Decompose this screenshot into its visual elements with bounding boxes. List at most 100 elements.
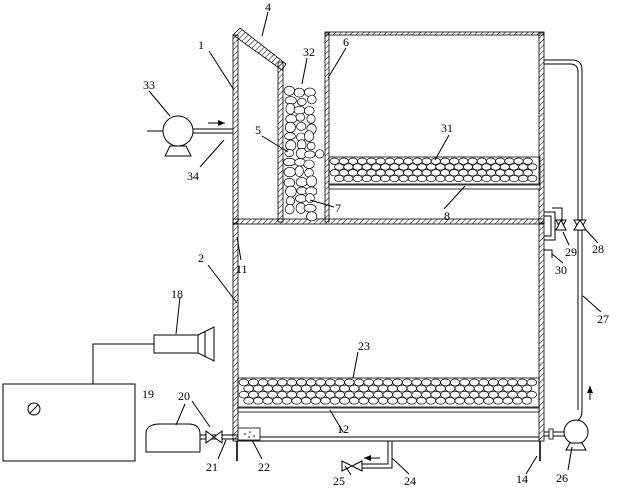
media-bead: [463, 163, 473, 171]
media-bead: [248, 378, 259, 387]
media-bead: [517, 390, 528, 399]
media-stone: [296, 122, 307, 131]
media-bead: [403, 169, 414, 177]
media-bead: [243, 397, 254, 405]
label-27: 27: [597, 312, 609, 326]
media-bead: [353, 378, 365, 387]
media-bead: [512, 397, 523, 405]
media-stone: [307, 94, 317, 105]
media-bead: [286, 378, 297, 387]
media-bead: [361, 174, 372, 183]
media-bead: [329, 169, 340, 177]
media-bead: [454, 397, 465, 405]
media-bead: [357, 169, 368, 177]
media-bead: [339, 397, 350, 405]
media-bead: [398, 174, 409, 183]
media-stone: [303, 204, 317, 213]
leader-lines: [148, 11, 602, 476]
media-bead: [238, 390, 249, 399]
label-18: 18: [171, 287, 183, 301]
media-bead: [366, 169, 377, 177]
media-bead: [490, 174, 501, 183]
media-bead: [522, 157, 533, 165]
media-bead: [449, 157, 460, 165]
media-bead: [334, 390, 345, 399]
media-bead: [272, 397, 283, 405]
media-stone: [283, 166, 296, 178]
media-bead: [440, 169, 450, 177]
media-bead: [401, 390, 413, 399]
media-bead: [257, 378, 269, 387]
media-stone: [306, 141, 316, 151]
media-bead: [257, 390, 269, 399]
media-bead: [509, 174, 519, 183]
tank-icon-19: [145, 423, 201, 453]
label-26: 26: [556, 471, 568, 485]
recirculation-line: [544, 59, 593, 451]
media-bead: [243, 384, 254, 393]
media-bead: [421, 378, 432, 387]
media-stone: [283, 178, 296, 188]
media-bead: [334, 174, 345, 183]
media-bead: [512, 384, 523, 393]
media-bead: [387, 384, 398, 393]
media-layer-23: [238, 378, 537, 405]
label-12: 12: [337, 422, 349, 436]
media-bead: [334, 378, 345, 387]
media-bead: [267, 378, 278, 387]
label-24: 24: [404, 474, 416, 488]
media-bead: [473, 397, 485, 405]
media-bead: [371, 163, 381, 171]
media-bead: [507, 378, 518, 387]
media-bead: [499, 174, 510, 183]
label-2: 2: [198, 251, 204, 265]
media-bead: [361, 163, 372, 171]
media-bead: [320, 397, 331, 405]
media-bead: [435, 384, 446, 393]
label-30: 30: [555, 263, 567, 277]
media-bead: [459, 378, 470, 387]
media-stone: [283, 157, 296, 167]
media-bead: [411, 390, 422, 399]
media-bead: [483, 397, 494, 405]
media-bead: [527, 163, 538, 171]
media-bead: [449, 378, 461, 387]
media-bead: [412, 157, 423, 165]
media-bead: [488, 390, 499, 399]
media-bead: [417, 163, 427, 171]
media-stone: [306, 114, 316, 124]
media-bead: [467, 169, 478, 177]
media-bead: [406, 397, 417, 405]
media-bead: [373, 378, 384, 387]
media-bead: [488, 378, 499, 387]
media-bead: [377, 384, 389, 393]
label-28: 28: [592, 242, 604, 256]
media-bead: [473, 384, 485, 393]
label-21: 21: [206, 460, 218, 474]
media-bead: [398, 163, 409, 171]
label-29: 29: [565, 245, 577, 259]
control-box-icon: [2, 383, 136, 462]
media-bead: [430, 378, 441, 387]
media-bead: [315, 378, 326, 387]
media-bead: [296, 378, 307, 387]
media-bead: [476, 169, 487, 177]
label-19: 19: [142, 387, 154, 401]
media-bead: [412, 169, 423, 177]
label-6: 6: [343, 35, 349, 49]
media-bead: [502, 384, 513, 393]
media-bead: [454, 384, 465, 393]
media-bead: [382, 378, 393, 387]
media-bead: [430, 390, 441, 399]
media-bead: [499, 163, 510, 171]
media-bead: [464, 397, 475, 405]
media-bead: [459, 390, 470, 399]
hopper-wall: [232, 27, 287, 71]
media-bead: [416, 384, 427, 393]
drain-assembly: [341, 441, 393, 472]
media-bead: [352, 163, 363, 171]
media-bead: [329, 157, 340, 165]
media-bead: [416, 397, 427, 405]
label-25: 25: [333, 474, 345, 488]
media-bead: [358, 384, 369, 393]
